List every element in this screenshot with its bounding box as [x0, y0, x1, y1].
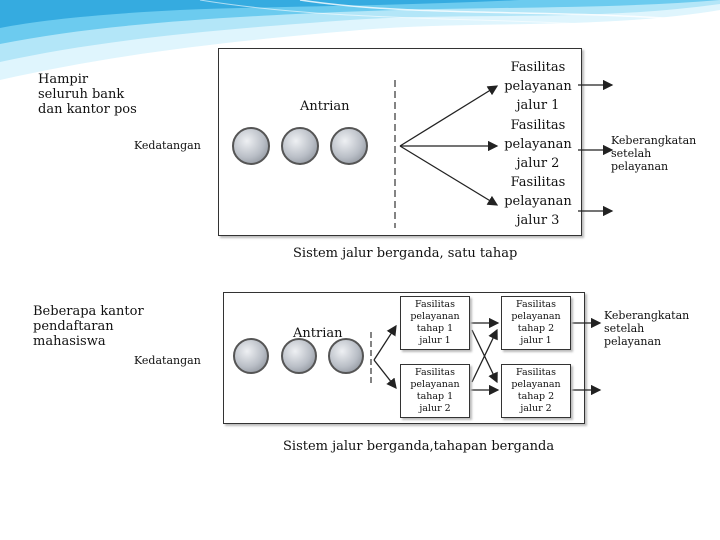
top-facility-jalur-2: Fasilitas pelayanan jalur 2: [500, 116, 576, 172]
bottom-caption: Sistem jalur berganda,tahapan berganda: [283, 439, 555, 454]
top-facility-jalur-3: Fasilitas pelayanan jalur 3: [500, 173, 576, 229]
bottom-branch-2: [373, 359, 397, 390]
bottom-queue-customer-1: [233, 338, 269, 374]
top-queue-customer-2: [281, 127, 319, 165]
top-departure-label: Keberangkatan setelah pelayanan: [611, 134, 697, 173]
bottom-queue-customer-3: [328, 338, 364, 374]
bottom-departure-label: Keberangkatan setelah pelayanan: [604, 309, 690, 348]
top-branch-3: [399, 145, 499, 206]
bottom-facility-tahap1-jalur1: Fasilitas pelayanan tahap 1 jalur 1: [400, 296, 470, 350]
top-queue-customer-3: [330, 127, 368, 165]
bottom-facility-tahap1-jalur2: Fasilitas pelayanan tahap 1 jalur 2: [400, 364, 470, 418]
bottom-stage-link-2-1: [471, 328, 498, 383]
bottom-facility-tahap2-jalur2: Fasilitas pelayanan tahap 2 jalur 2: [501, 364, 571, 418]
top-caption: Sistem jalur berganda, satu tahap: [293, 246, 518, 261]
top-queue-customer-1: [232, 127, 270, 165]
bottom-left-label: Beberapa kantor pendaftaran mahasiswa: [33, 304, 144, 349]
bottom-branch-1: [373, 324, 397, 361]
header-wave-decoration: [0, 0, 720, 80]
top-facility-jalur-1: Fasilitas pelayanan jalur 1: [500, 58, 576, 114]
top-left-label: Hampir seluruh bank dan kantor pos: [38, 72, 137, 117]
top-arrival-label: Kedatangan: [134, 139, 201, 152]
bottom-facility-tahap2-jalur1: Fasilitas pelayanan tahap 2 jalur 1: [501, 296, 571, 350]
bottom-queue-customer-2: [281, 338, 317, 374]
bottom-queue-label: Antrian: [293, 326, 343, 341]
top-branch-1: [399, 85, 499, 147]
top-queue-label: Antrian: [300, 99, 350, 114]
bottom-arrival-label: Kedatangan: [134, 354, 201, 367]
